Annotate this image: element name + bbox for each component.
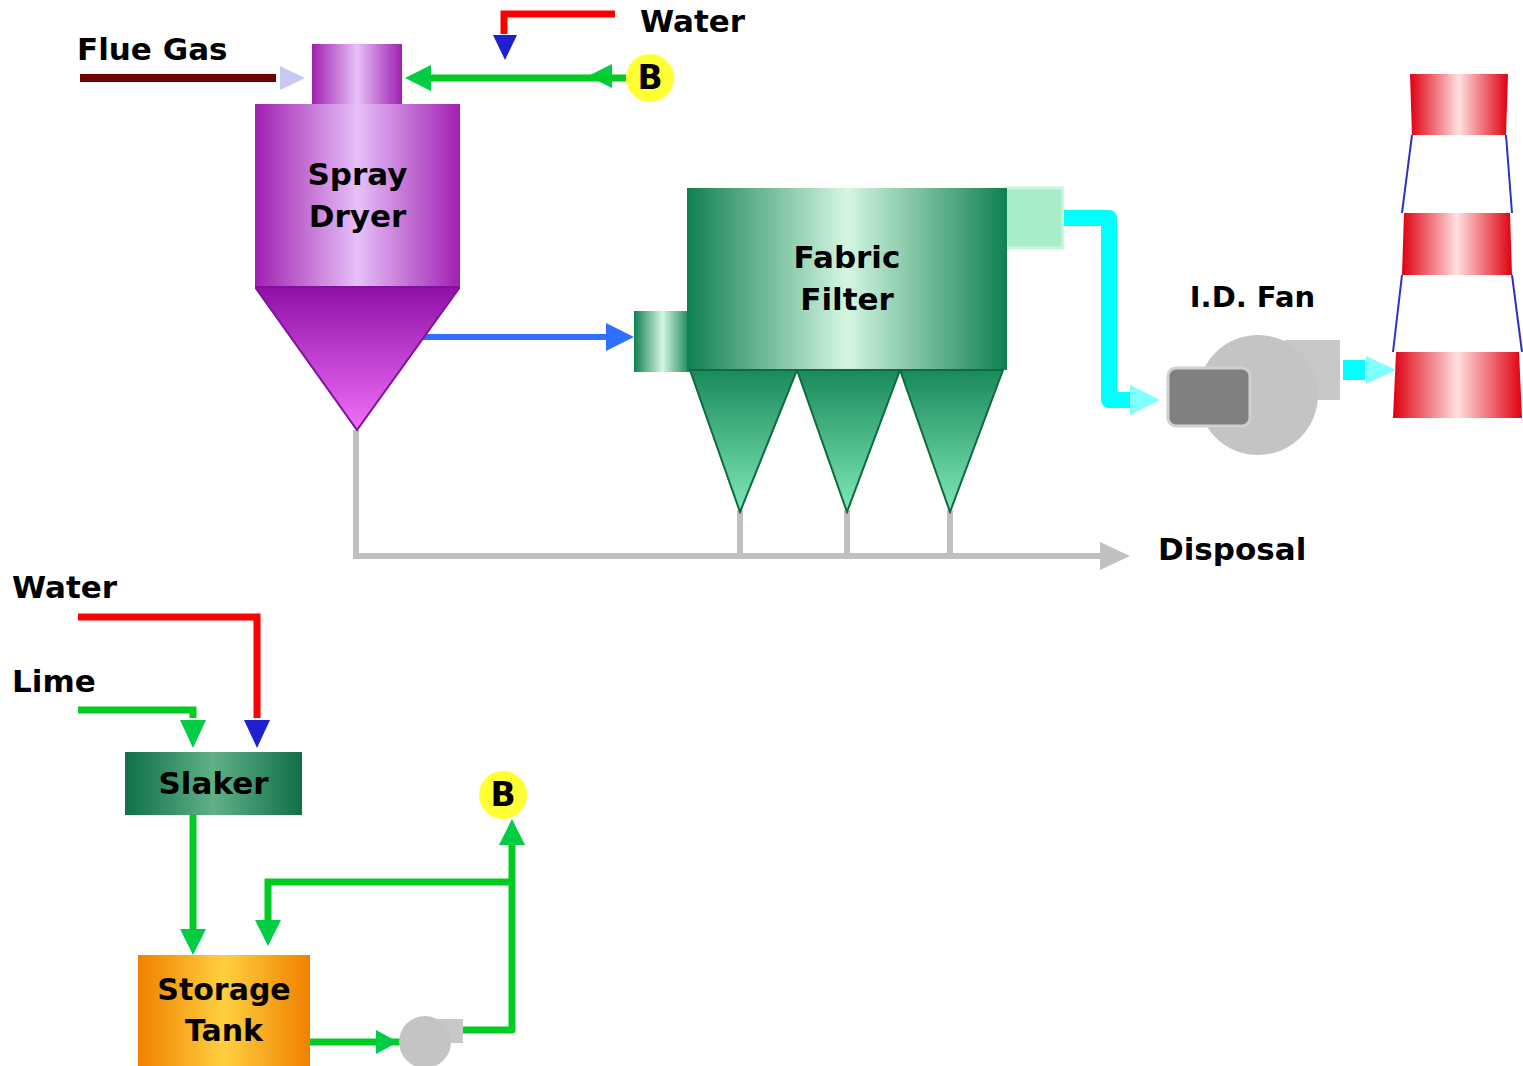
fabric-filter-outline: [634, 186, 1064, 514]
connector-circle: B: [626, 54, 674, 102]
text-area: I.D. Fan: [1150, 278, 1355, 318]
text-area: B: [626, 54, 674, 102]
id-fan: I.D. Fan: [1160, 278, 1345, 458]
text-area: B: [479, 771, 527, 819]
node-text: Spray Dryer: [279, 154, 436, 238]
spray-dryer: Spray Dryer: [255, 44, 460, 432]
flow-label: Water: [12, 570, 117, 606]
node-text: B: [637, 56, 662, 101]
text-area: Slaker: [125, 752, 302, 815]
flow-connector: [190, 815, 197, 929]
text-area: Spray Dryer: [255, 104, 460, 288]
node-text: B: [490, 773, 515, 818]
flow-label: Disposal: [1158, 532, 1306, 568]
flow-connector: [423, 334, 606, 340]
fabric-filter: Fabric Filter: [634, 186, 1064, 514]
node-text: Storage Tank: [144, 970, 304, 1051]
storage-tank-outline: [138, 955, 310, 1066]
flow-connector: [1064, 218, 1130, 400]
text-area: Fabric Filter: [687, 188, 1007, 370]
flow-label: Water: [640, 4, 745, 40]
connector-circle: B: [479, 771, 527, 819]
node-text: Fabric Filter: [765, 237, 929, 321]
flow-connector: [431, 75, 626, 82]
flow-label: Lime: [12, 664, 96, 700]
node-text: Slaker: [159, 763, 269, 805]
flow-connector: [310, 845, 512, 1042]
flow-label: Flue Gas: [77, 32, 228, 68]
slaker-box: Slaker: [125, 752, 302, 815]
text-area: Storage Tank: [138, 955, 310, 1066]
node-text: I.D. Fan: [1190, 278, 1315, 317]
storage-tank: Storage Tank: [138, 955, 310, 1066]
spray-dryer-outline: [255, 44, 460, 432]
